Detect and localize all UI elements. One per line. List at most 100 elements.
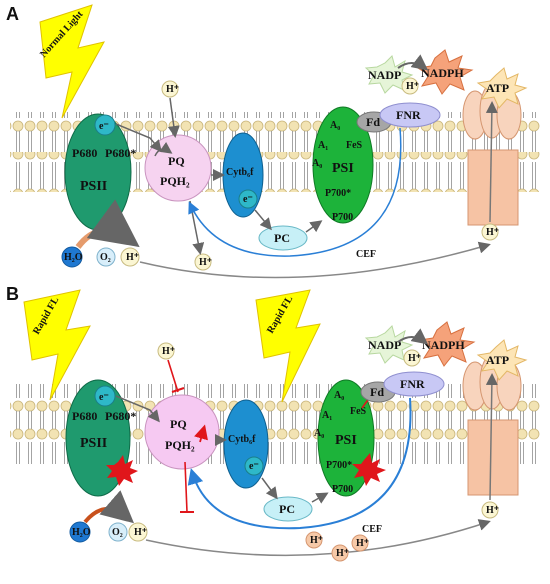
proton-b3 — [403, 349, 421, 367]
p700-label-a: P700 — [332, 212, 353, 223]
h-label-b6: H⁺ — [336, 548, 349, 559]
panel-a-label: A — [6, 4, 19, 24]
psii-to-pq-arrow-a — [115, 123, 162, 153]
damage-psii-icon — [106, 455, 138, 486]
h-label-b1: H⁺ — [134, 527, 147, 538]
proton-flow-line-b — [145, 519, 491, 557]
water-molecule-b — [69, 521, 91, 543]
o2-label-a: O₂ — [100, 252, 111, 263]
a0-label-a2: A₀ — [312, 158, 322, 169]
atp-burst-b — [476, 339, 528, 381]
nadp-reduction-arrow-b — [397, 328, 429, 345]
p680-label-b: P680 — [72, 409, 97, 423]
panel-b-label: B — [6, 284, 19, 304]
psii-to-pq-arrow-b — [115, 395, 160, 423]
a1-label-a: A₁ — [318, 140, 328, 151]
psi-complex-a — [312, 106, 374, 224]
electron-label: e⁻ — [99, 121, 109, 132]
pq-pool-b — [144, 394, 220, 470]
atp-label-b: ATP — [486, 353, 509, 367]
h-label-a5: H⁺ — [199, 257, 212, 268]
a1-label-b: A₁ — [322, 410, 332, 421]
fd-label-b: Fd — [370, 385, 384, 399]
proton-uptake-arrow-a — [167, 97, 180, 138]
nadph-burst-a — [416, 49, 474, 95]
proton-a2 — [161, 80, 179, 98]
water-split-arrow-a — [75, 199, 140, 249]
pqh2-inhibited-line-b — [184, 461, 188, 513]
p700-star-label-a: P700* — [325, 188, 351, 199]
nadp-label-a: NADP — [368, 68, 401, 82]
fnr-a — [379, 102, 441, 128]
damage-psi-icon — [352, 453, 386, 486]
o2-label-b: O₂ — [112, 527, 123, 538]
cytb6f-label-a: Cytb₆f — [226, 167, 254, 178]
h-label-a3: H⁺ — [406, 81, 419, 92]
h-label-b5: H⁺ — [310, 535, 323, 546]
electron-psii-b — [94, 385, 116, 407]
fes-label-b: FeS — [350, 406, 367, 417]
water-split-arrow-b — [83, 490, 135, 524]
cef-path-b — [187, 397, 412, 530]
proton-a4 — [481, 223, 499, 241]
pc-b — [263, 496, 313, 522]
atp-label-a: ATP — [486, 81, 509, 95]
h-label-a4: H⁺ — [486, 227, 499, 238]
nadp-label-b: NADP — [368, 338, 401, 352]
electron-psii-a — [94, 114, 116, 136]
atp-proton-arrow-b — [485, 373, 498, 501]
h-label-b4: H⁺ — [486, 505, 499, 516]
cyt-to-pc-arrow-a — [254, 209, 272, 231]
pq-label-a: PQ — [168, 154, 185, 168]
a0-label-b1: A₀ — [334, 390, 344, 401]
nadp-burst-b — [364, 325, 414, 364]
h-label-b2: H⁺ — [162, 346, 175, 357]
inhibition-bar-b1 — [171, 387, 185, 393]
a0-label-a1: A₀ — [330, 120, 340, 131]
pqh2-label-b: PQH₂ — [165, 438, 195, 452]
electron-label-b: e⁻ — [99, 392, 109, 403]
proton-b6 — [331, 544, 349, 562]
fnr-b — [383, 371, 445, 397]
psi-label-b: PSI — [335, 433, 357, 448]
fes-label-a: FeS — [346, 140, 363, 151]
fd-label-a: Fd — [366, 115, 380, 129]
water-molecule-a — [61, 246, 83, 268]
proton-b7 — [351, 534, 369, 552]
proton-b1 — [128, 522, 148, 542]
proton-b4 — [481, 501, 499, 519]
electron-cyt-label-b: e⁻ — [249, 461, 259, 472]
psi-label-a: PSI — [332, 161, 354, 176]
cef-path-a — [188, 127, 402, 257]
h2o-label-b: H₂O — [72, 527, 91, 538]
proton-uptake-inhibited-b — [167, 359, 179, 393]
nadph-label-b: NADPH — [422, 338, 465, 352]
atp-burst-a — [476, 67, 528, 109]
pq-red-arrow-b — [194, 424, 208, 443]
a0-label-b2: A₀ — [314, 428, 324, 439]
p700-label-b: P700 — [332, 484, 353, 495]
lightning-bolt-a: Normal Light — [38, 4, 105, 119]
cyt-to-pc-arrow-b — [261, 477, 278, 500]
pc-label-a: PC — [274, 231, 290, 245]
pq-label-b: PQ — [170, 417, 187, 431]
lightning-bolt-b2: Rapid FL — [255, 289, 321, 403]
p680-star-label-b: P680* — [105, 409, 136, 423]
pqh2-label-a: PQH₂ — [160, 174, 190, 188]
p700-star-label-b: P700* — [326, 460, 352, 471]
nadp-reduction-arrow-a — [397, 54, 429, 71]
proton-a1 — [120, 247, 140, 267]
atp-proton-arrow-a — [485, 101, 498, 223]
proton-b2 — [157, 342, 175, 360]
h-label-b3: H⁺ — [408, 353, 421, 364]
h-label-b7: H⁺ — [356, 538, 369, 549]
pc-to-psi-arrow-b — [311, 492, 329, 504]
proton-flow-line-a — [139, 241, 491, 279]
oxygen-a — [96, 247, 116, 267]
pc-a — [258, 225, 308, 251]
psii-label-a: PSII — [80, 179, 107, 194]
electron-cyt-label-a: e⁻ — [243, 194, 253, 205]
p680-label-a: P680 — [72, 146, 97, 160]
p680-star-label-a: P680* — [105, 146, 136, 160]
